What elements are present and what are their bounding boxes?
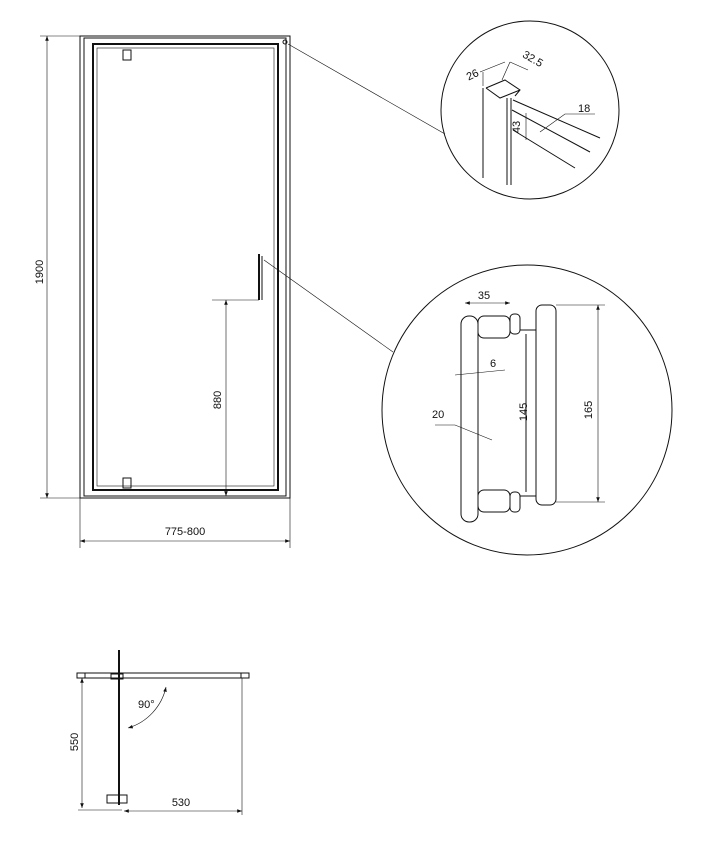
opening-dimension: 530 [172,797,190,809]
door-outer-frame [79,35,291,499]
inner-length-dimension: 145 [518,403,530,421]
profile-width-dimension: 32.5 [520,49,545,70]
depth-dimension: 550 [69,733,81,751]
profile-depth-dimension: 26 [465,67,481,83]
handle-detail: 35 6 20 145 165 [381,264,673,556]
profile-height-dimension: 43 [511,121,523,133]
width-dimension: 775-800 [165,526,205,538]
front-view: 1900 775-800 880 [34,35,446,548]
profile-detail: 26 32.5 18 43 [440,20,620,200]
door-panel [92,43,279,491]
bottom-hinge [122,477,132,489]
height-dimension: 1900 [34,260,46,284]
glass-dimension: 18 [578,103,590,115]
gap-dimension: 6 [490,358,496,370]
handle-height-dimension: 880 [212,391,224,409]
top-hinge [122,49,132,61]
standoff-dimension: 35 [478,290,490,302]
swing-angle-label: 90° [138,699,155,711]
plan-view: 90° 550 530 [69,650,250,815]
bar-dimension: 20 [432,409,444,421]
total-length-dimension: 165 [583,401,595,419]
